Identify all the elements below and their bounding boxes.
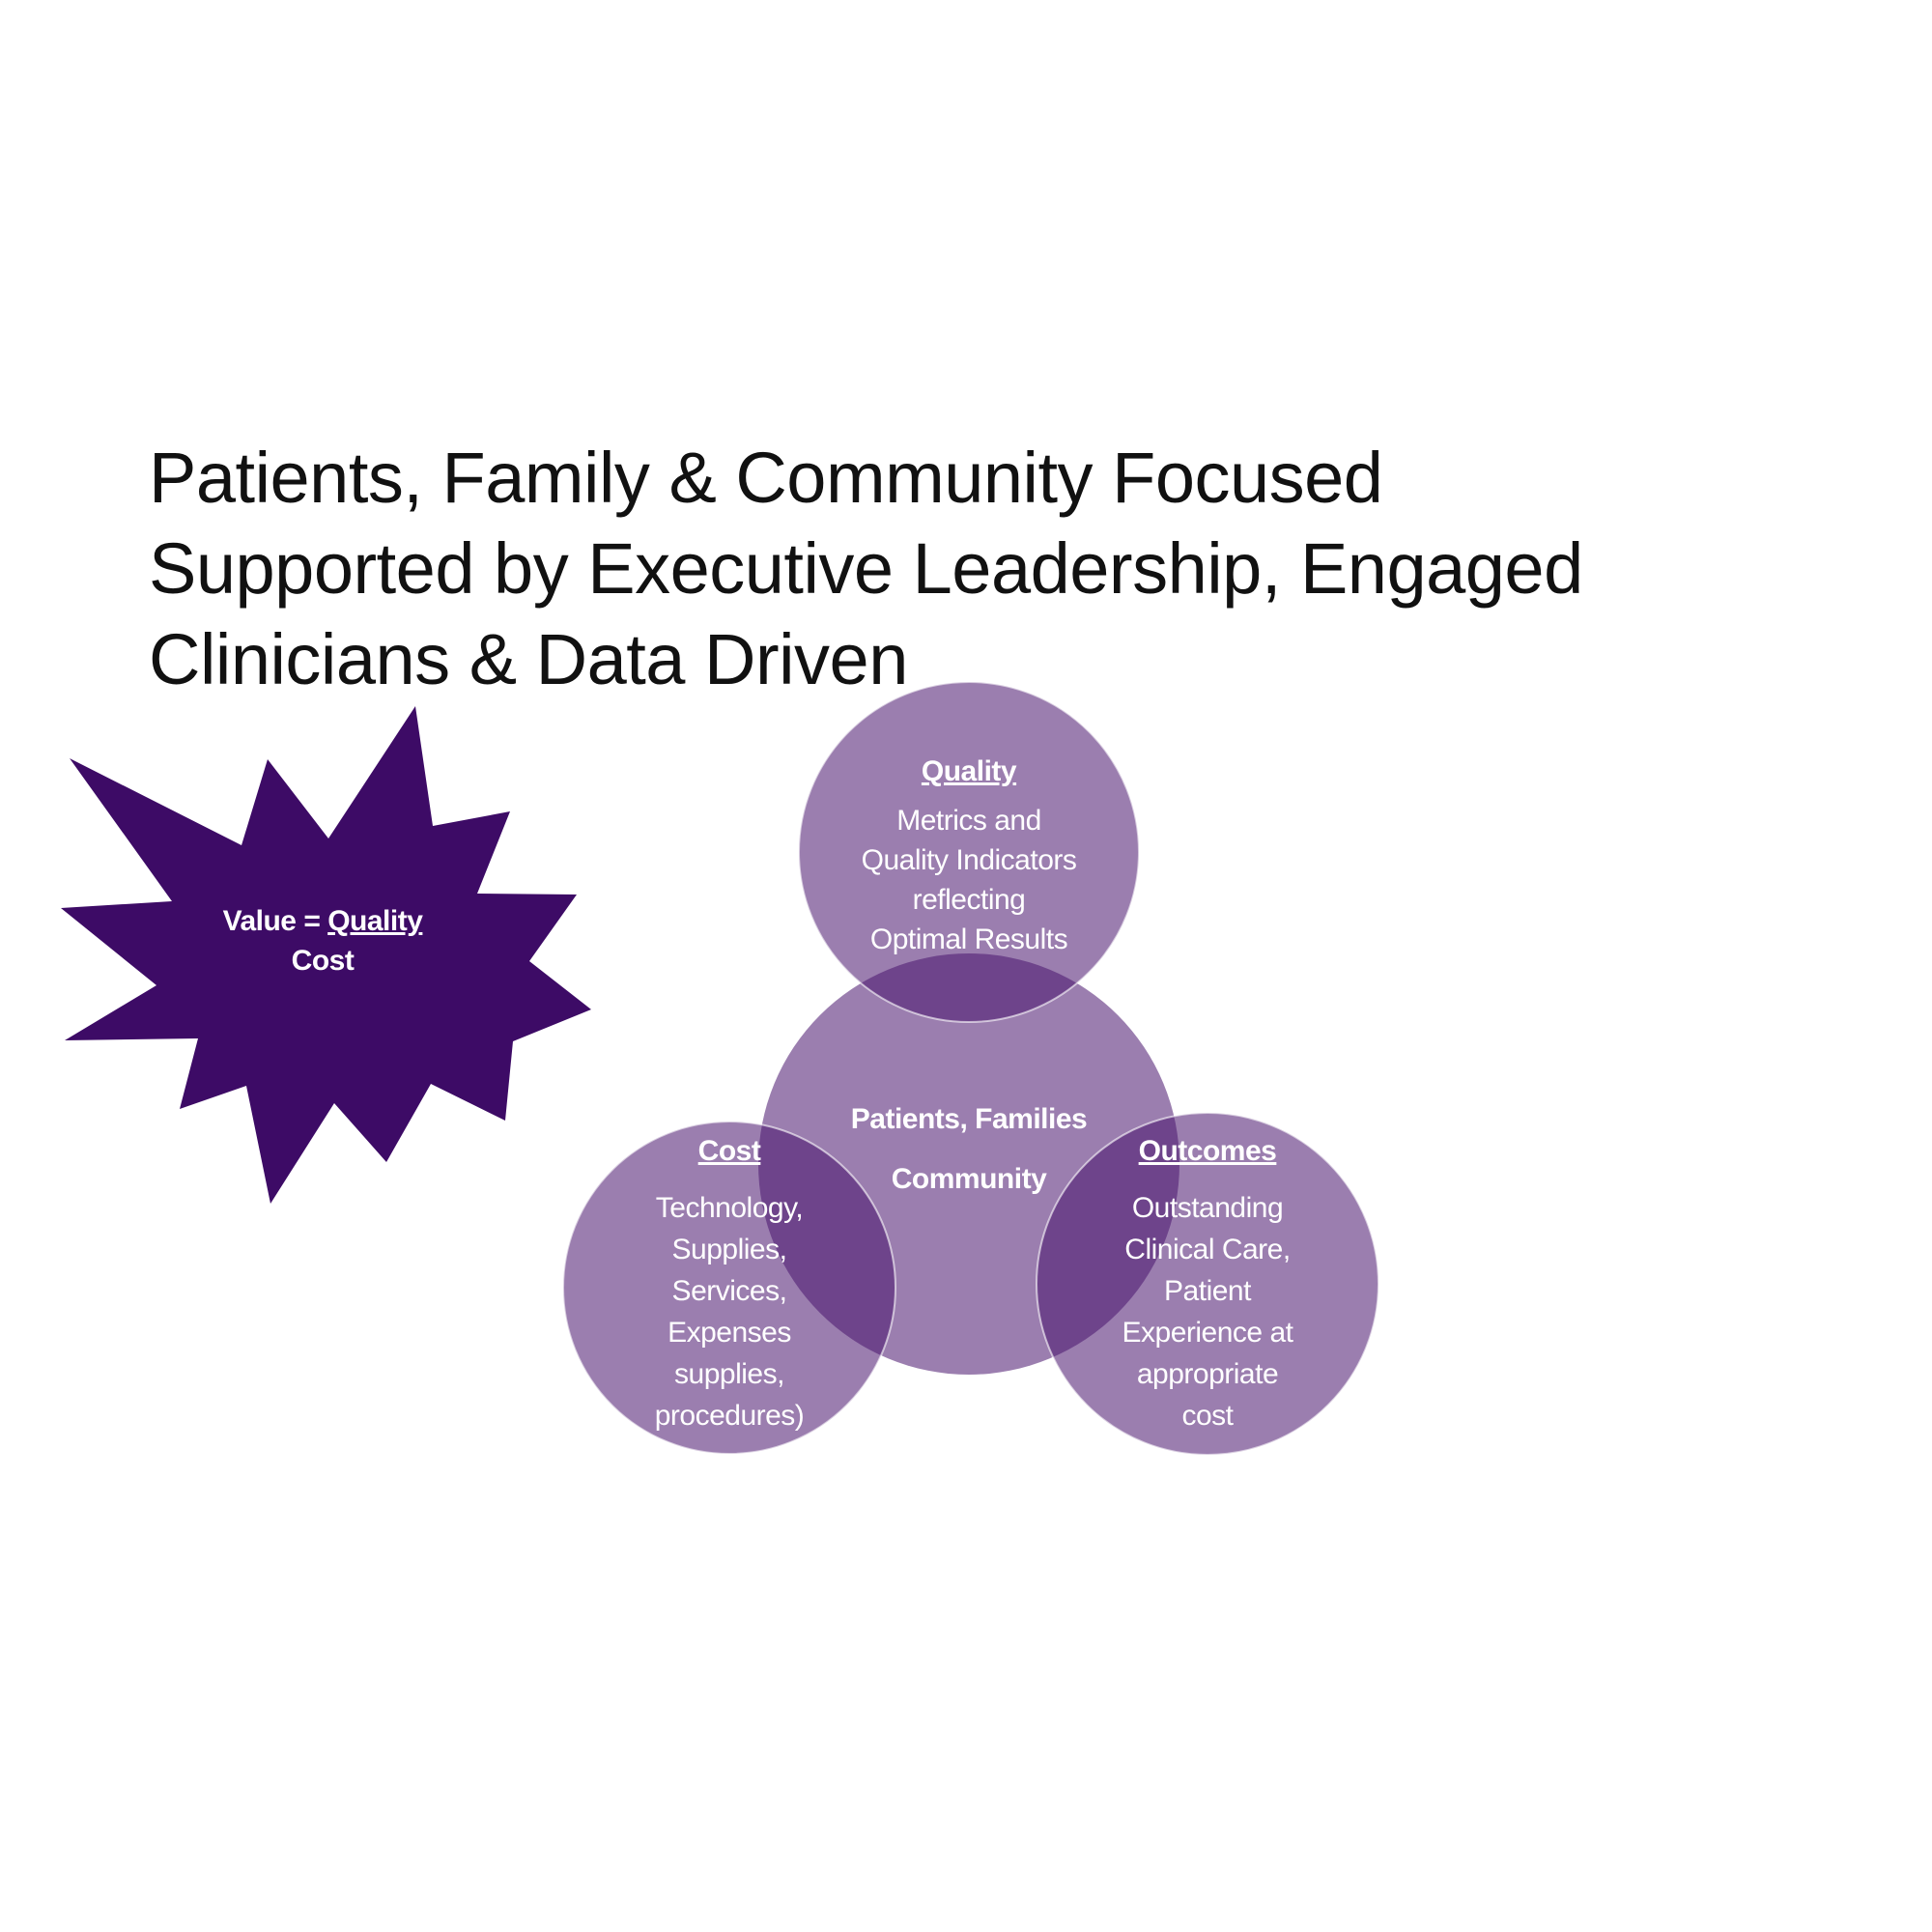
outcomes-text: Experience at [1122, 1317, 1293, 1349]
outcomes-text: cost [1181, 1400, 1234, 1432]
cost-text: procedures) [654, 1400, 805, 1432]
cost-text: supplies, [674, 1358, 784, 1390]
starburst-shape [61, 706, 591, 1204]
quality-text: Optimal Results [869, 923, 1068, 955]
quality-numerator: Quality [327, 905, 423, 937]
value-equation: Value = Quality Cost [223, 901, 423, 980]
outcomes-text: Outstanding [1131, 1192, 1284, 1224]
outcomes-text: appropriate [1136, 1358, 1279, 1390]
title-line: Patients, Family & Community Focused [149, 438, 1383, 518]
quality-circle [798, 681, 1140, 1023]
outcomes-text: Patient [1164, 1275, 1251, 1307]
outcomes-heading: Outcomes [1138, 1135, 1277, 1167]
cost-circle [562, 1121, 896, 1455]
quality-label: Quality Metrics and Quality Indicators r… [862, 752, 1077, 959]
center-text: Community [891, 1163, 1047, 1195]
outcomes-circle [1036, 1112, 1379, 1456]
cost-label: Cost Technology, Supplies, Services, Exp… [655, 1130, 805, 1436]
cost-text: Supplies, [671, 1234, 787, 1265]
quality-text: reflecting [912, 884, 1026, 916]
quality-text: Metrics and [896, 805, 1041, 837]
title-line: Clinicians & Data Driven [149, 619, 908, 699]
title-line: Supported by Executive Leadership, Engag… [149, 528, 1583, 609]
center-label: Patients, Families Community [850, 1090, 1088, 1209]
cost-text: Expenses [668, 1317, 791, 1349]
outcomes-label: Outcomes Outstanding Clinical Care, Pati… [1122, 1130, 1293, 1436]
slide-title: Patients, Family & Community Focused Sup… [149, 433, 1583, 705]
cost-denominator: Cost [291, 945, 355, 977]
cost-heading: Cost [697, 1135, 761, 1167]
venn-circles [562, 681, 1379, 1456]
center-text: Patients, Families [850, 1103, 1088, 1135]
cost-text: Technology, [655, 1192, 804, 1224]
quality-text: Quality Indicators [861, 844, 1077, 876]
outcomes-text: Clinical Care, [1124, 1234, 1291, 1265]
quality-heading: Quality [921, 755, 1017, 787]
cost-text: Services, [671, 1275, 787, 1307]
value-label: Value = [222, 905, 328, 937]
